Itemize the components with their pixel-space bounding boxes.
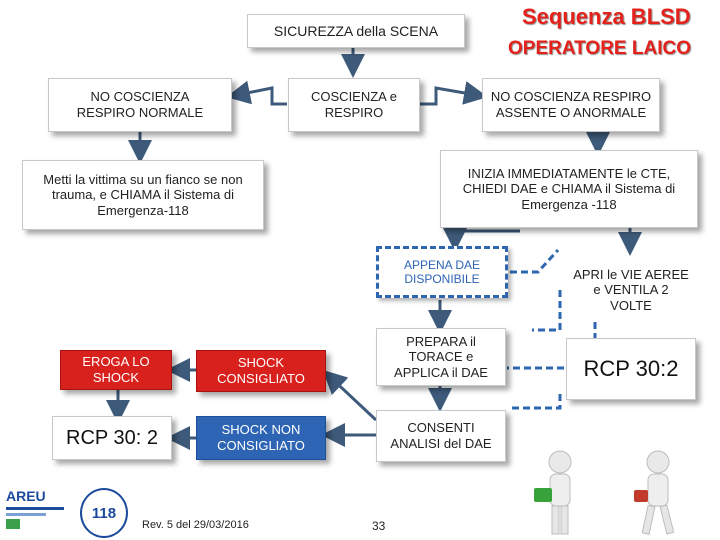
box-consenti-analisi: CONSENTI ANALISI del DAE — [376, 410, 506, 462]
logo-118: 118 — [80, 488, 128, 538]
box-rcp-right: RCP 30:2 — [566, 338, 696, 400]
page-number: 33 — [372, 519, 386, 533]
dashed-ventila-to-prepara — [532, 290, 562, 332]
box-coscienza-respiro: COSCIENZA e RESPIRO — [288, 78, 420, 132]
box-no-coscienza-assente: NO COSCIENZA RESPIRO ASSENTE O ANORMALE — [482, 78, 660, 132]
box-shock-non-consigliato: SHOCK NON CONSIGLIATO — [196, 416, 326, 460]
box-apri-vie-aeree: APRI le VIE AEREE e VENTILA 2 VOLTE — [572, 258, 690, 322]
box-eroga-shock: EROGA LO SHOCK — [60, 350, 172, 390]
arrow-to-appena-dae — [443, 228, 520, 252]
box-appena-dae: APPENA DAE DISPONIBILE — [376, 246, 508, 298]
box-sicurezza-scena: SICUREZZA della SCENA — [247, 14, 465, 48]
box-metti-vittima: Metti la vittima su un fianco se non tra… — [22, 160, 264, 230]
arrow-to-shock-consigliato — [322, 369, 378, 422]
logo-118-text: 118 — [91, 504, 117, 522]
box-shock-consigliato: SHOCK CONSIGLIATO — [196, 350, 326, 392]
box-rcp-left: RCP 30: 2 — [52, 416, 172, 460]
box-inizia-cte: INIZIA IMMEDIATAMENTE le CTE, CHIEDI DAE… — [440, 150, 698, 228]
title-sequenza-blsd: Sequenza BLSD — [522, 4, 691, 29]
arrow-to-no-coscienza-assente — [420, 81, 488, 106]
dashed-loop-2 — [508, 394, 562, 410]
logo-areu-text: AREU — [6, 488, 46, 504]
arrow-to-no-coscienza-normale — [226, 80, 287, 106]
revision-text: Rev. 5 del 29/03/2016 — [142, 519, 249, 531]
dashed-dae-to-ventila — [510, 248, 560, 274]
figure-shocked-person — [534, 450, 572, 535]
logo-areu: AREU — [6, 488, 68, 534]
figure-walking-person — [634, 450, 675, 535]
box-prepara-torace: PREPARA il TORACE e APPLICA il DAE — [376, 328, 506, 386]
box-no-coscienza-normale: NO COSCIENZA RESPIRO NORMALE — [48, 78, 232, 132]
title-operatore-laico: OPERATORE LAICO — [508, 38, 691, 59]
